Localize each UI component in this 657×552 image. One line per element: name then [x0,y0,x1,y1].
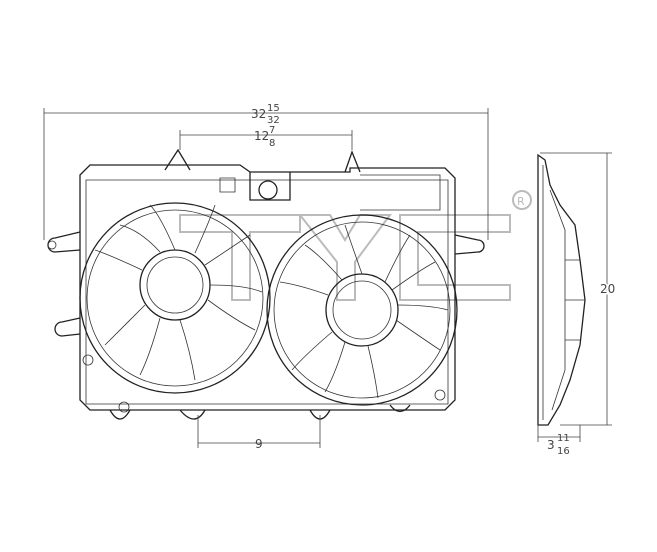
watermark-logo: R [179,190,532,301]
svg-text:16: 16 [557,446,570,457]
svg-text:12: 12 [254,129,269,143]
svg-text:32: 32 [251,107,266,121]
dimension-height: 20 [540,152,617,426]
shroud-side-view [537,153,586,426]
dimension-mount-spacing: 12 7 8 [179,125,353,150]
svg-text:15: 15 [267,103,280,114]
registered-mark: R [517,195,525,208]
svg-text:32: 32 [267,115,280,126]
svg-text:20: 20 [600,282,615,296]
svg-text:11: 11 [557,433,570,444]
svg-text:8: 8 [269,138,275,149]
dimension-bottom-spacing: 9 [197,415,321,451]
right-fan [266,214,458,406]
svg-text:9: 9 [255,437,263,451]
left-fan [79,202,271,394]
dimension-depth: 3 11 16 [537,425,581,457]
dimension-overall-width: 32 15 32 [43,103,489,240]
svg-text:7: 7 [269,125,275,136]
svg-text:3: 3 [547,438,555,452]
